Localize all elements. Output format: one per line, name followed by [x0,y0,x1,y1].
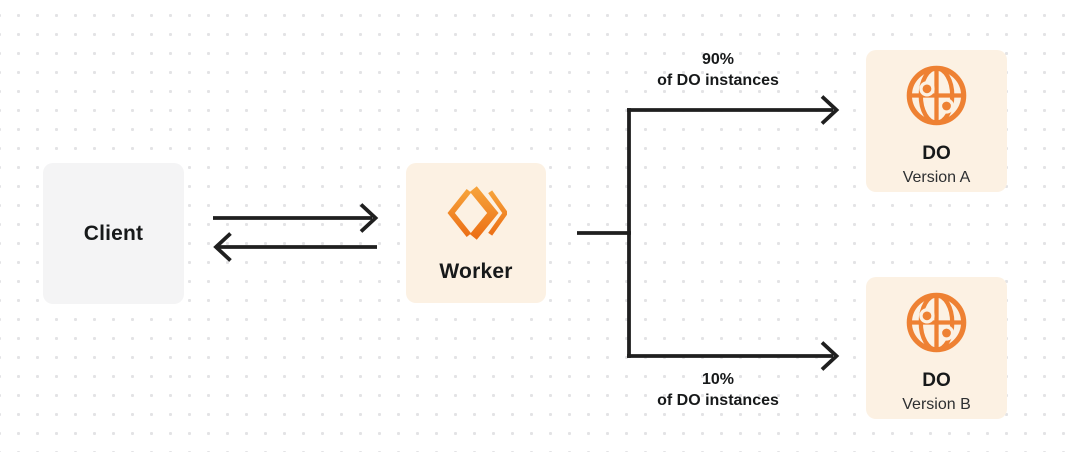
arrowhead-worker-to-client [213,232,232,262]
arrowhead-branch-to-do-b [820,341,840,371]
node-worker: Worker [406,163,546,303]
client-label: Client [83,221,144,245]
flow-label-10-percent: 10% of DO instances [588,369,848,411]
flow-percent: 10% [701,371,735,388]
flow-caption: of DO instances [657,72,779,89]
do-b-subtitle: Version B [902,395,971,413]
arrowhead-branch-to-do-a [820,95,840,125]
flow-caption: of DO instances [657,392,779,409]
arrowhead-client-to-worker [359,203,379,233]
flow-percent: 90% [701,51,735,68]
do-b-title: DO [922,370,951,391]
worker-label: Worker [439,260,513,283]
do-a-title: DO [922,143,951,164]
workers-logo-icon [445,184,509,260]
node-do-version-a: DO Version A [866,50,1007,192]
flow-label-90-percent: 90% of DO instances [588,49,848,91]
node-do-version-b: DO Version B [866,277,1007,419]
node-client: Client [43,163,184,304]
do-a-subtitle: Version A [902,168,971,186]
durable-object-globe-icon [906,65,967,143]
durable-object-globe-icon [906,292,967,370]
